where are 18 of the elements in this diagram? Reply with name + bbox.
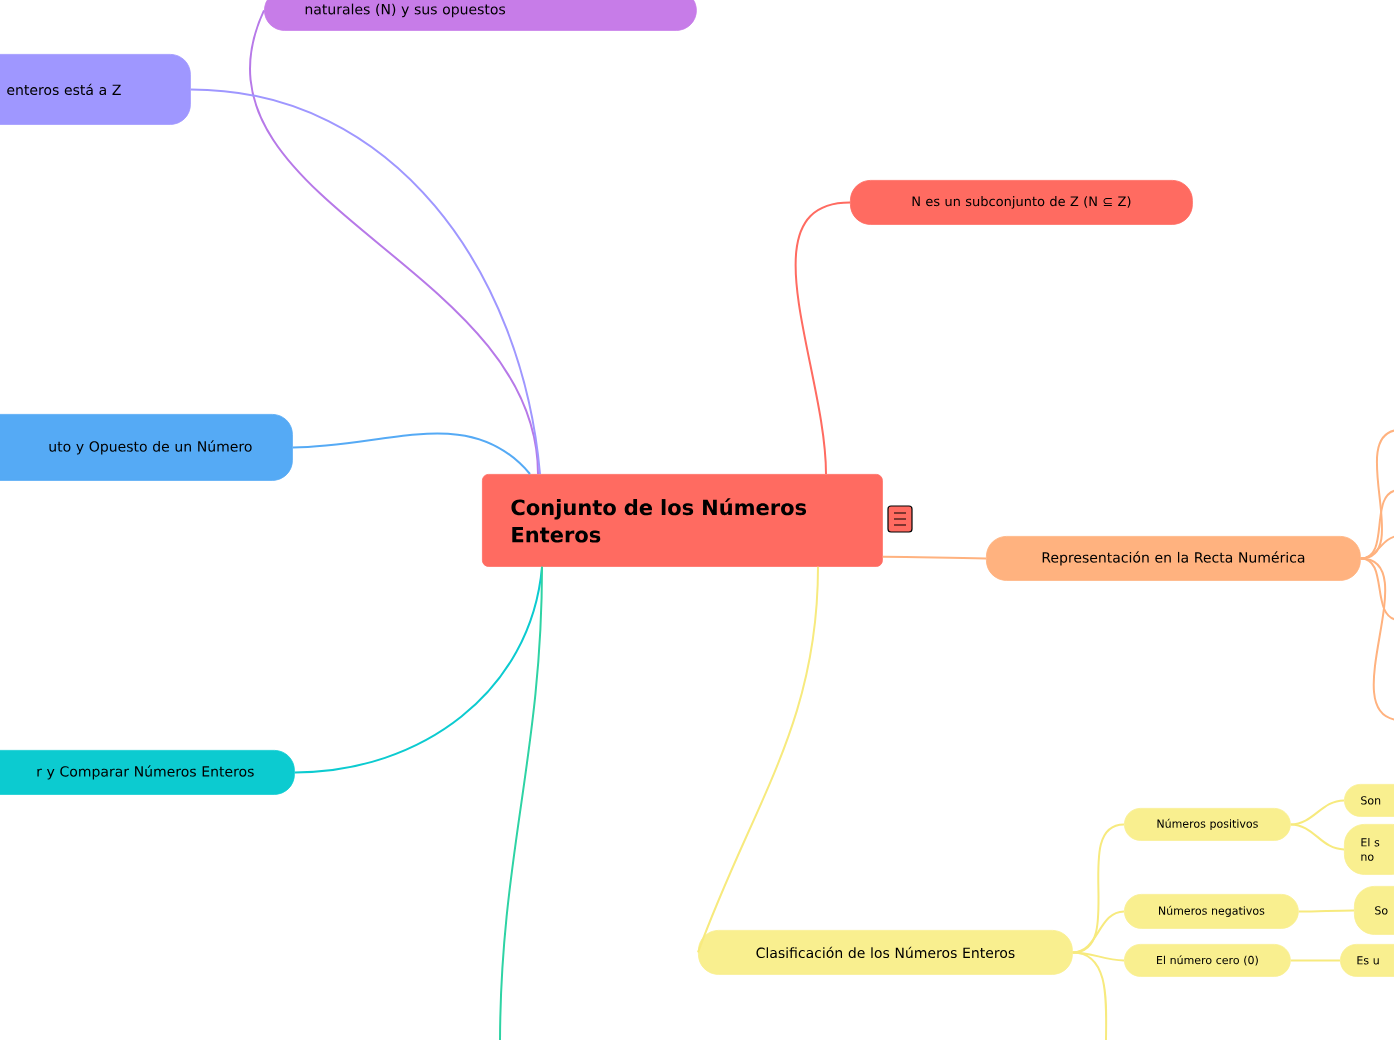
connector-line [1071, 951, 1125, 962]
connector-line [1297, 909, 1355, 913]
connector-line [1359, 535, 1394, 560]
connector-line [794, 201, 851, 475]
connector-line [1289, 959, 1341, 962]
connector-line [249, 9, 539, 475]
connector-line [881, 555, 987, 560]
connector-line [697, 565, 819, 954]
connector-line [1071, 910, 1125, 954]
connector-line [189, 88, 541, 475]
connector-line [1359, 557, 1394, 721]
connector-line [499, 565, 543, 1040]
connector-line [1289, 823, 1345, 851]
connector-line [1289, 799, 1345, 826]
connector-line [293, 565, 543, 774]
central-topic-box: Conjunto de los Números Enteros [482, 474, 883, 567]
connector-line [1071, 951, 1108, 1040]
connector-line [291, 432, 531, 475]
